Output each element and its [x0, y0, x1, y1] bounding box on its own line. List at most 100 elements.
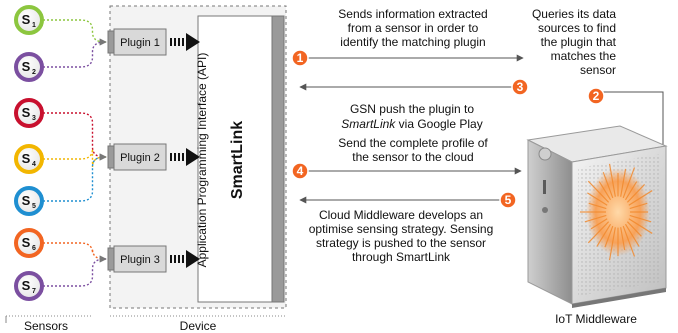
- sensor-link-3: [43, 112, 107, 161]
- step-2-text-line-3: the plugin that: [541, 35, 617, 49]
- smartlink-panel: [197, 15, 275, 303]
- step-2-text-line-2: sources to find: [538, 21, 616, 35]
- step-1-badge: 1: [291, 49, 309, 67]
- server-lens: [538, 147, 552, 161]
- sensor-7-ring: [14, 271, 44, 301]
- server-glow-ray: [626, 221, 642, 237]
- plugin-2-arrowhead: [186, 148, 200, 166]
- sensor-2-index: 2: [32, 69, 36, 76]
- plugin-2-dash: [178, 153, 180, 161]
- server-foot: [572, 288, 666, 308]
- sensor-4-ring: [14, 144, 44, 174]
- plugin-3-dash: [182, 255, 184, 263]
- server-glow-ray: [596, 223, 612, 247]
- step-2-text-line-1: Queries its data: [532, 7, 616, 21]
- plugin-1-dash: [170, 38, 172, 46]
- step-2-text-line-5: sensor: [580, 63, 616, 77]
- sensors-caption: Sensors: [24, 319, 68, 333]
- iot-middleware-server: [526, 125, 668, 308]
- plugin-1-arrowhead: [186, 33, 200, 51]
- plugin-3-box: [113, 245, 167, 273]
- step-5-badge-circle: [499, 191, 517, 209]
- sensor-5-ring: [14, 186, 44, 216]
- sensor-3-letter: S: [22, 105, 31, 120]
- server-glow-ray: [604, 225, 614, 248]
- step-1-text-line-2: from a sensor in order to: [348, 21, 479, 35]
- smartlink-panel-edge: [271, 15, 285, 303]
- plugin-3-arrowhead: [186, 250, 200, 268]
- server-glow-ray: [588, 202, 607, 210]
- sensor-7-index: 7: [32, 288, 36, 295]
- sensor-3-ring: [14, 98, 44, 128]
- step-4-badge-circle: [291, 162, 309, 180]
- sensor-3-index: 3: [32, 115, 36, 122]
- server-glow-ray: [620, 168, 627, 197]
- device-caption: Device: [180, 319, 217, 333]
- sensor-link-4: [43, 148, 107, 168]
- sensor-5-letter: S: [22, 193, 31, 208]
- sensor-link-7: [43, 255, 107, 287]
- server-glow-ray: [587, 221, 610, 244]
- step-2-badge-number: 2: [593, 89, 600, 103]
- server-glow-ray: [622, 167, 636, 199]
- sensor-6-index: 6: [32, 245, 36, 252]
- server-glow-ray: [629, 214, 652, 223]
- plugin-1-dash: [182, 38, 184, 46]
- plugin-3-dash: [170, 255, 172, 263]
- sensor-1-index: 1: [32, 22, 36, 29]
- plugin-1-dash: [178, 38, 180, 46]
- server-glow-ray: [626, 184, 646, 203]
- step-4-text-line-2: the sensor to the cloud: [352, 150, 473, 164]
- server-glow-ray: [590, 218, 608, 230]
- sensor-1-letter: S: [22, 12, 31, 27]
- sensor-link-5: [43, 153, 107, 202]
- server-glow-ray: [608, 163, 616, 197]
- plugin-1-dash: [174, 38, 176, 46]
- server-glow-ray: [598, 181, 612, 201]
- step-2-badge: 2: [587, 87, 605, 105]
- server-button: [542, 207, 548, 213]
- smartlink-label: SmartLink: [229, 121, 246, 199]
- plugin-2-dash: [182, 153, 184, 161]
- sensor-7-letter: S: [22, 278, 31, 293]
- iot-middleware-caption: IoT Middleware: [555, 312, 637, 326]
- sensor-links-layer: [41, 14, 107, 292]
- step-3-badge-number: 3: [517, 80, 524, 94]
- step-4-badge: 4: [291, 162, 309, 180]
- server-glow-ray: [584, 214, 607, 223]
- step-5-text-line-4: through SmartLink: [352, 250, 451, 264]
- step-1-text-line-3: identify the matching plugin: [340, 35, 485, 49]
- server-slot: [543, 180, 546, 194]
- sensor-6-letter: S: [22, 235, 31, 250]
- step-1-text-line-1: Sends information extracted: [338, 7, 487, 21]
- server-glow-ray: [608, 227, 616, 261]
- step-4-text-line-1: Send the complete profile of: [338, 136, 488, 150]
- sensor-4-letter: S: [22, 151, 31, 166]
- step-3-text-line-2: SmartLink via Google Play: [341, 117, 482, 131]
- sensor-5-index: 5: [32, 203, 36, 210]
- server-glow: [586, 168, 650, 256]
- step-2-text-line-4: matches the: [551, 49, 617, 63]
- plugin-3-label: Plugin 3: [120, 254, 160, 266]
- server-glow-ray: [629, 202, 648, 210]
- plugin-2-box: [113, 143, 167, 171]
- step-5-text-line-1: Cloud Middleware develops an: [319, 208, 483, 222]
- server-glow-ray: [628, 218, 653, 234]
- sensor-link-1: [43, 19, 107, 46]
- step-1-badge-number: 1: [297, 51, 304, 65]
- step-5-badge-number: 5: [505, 193, 512, 207]
- step-badges-layer: 1 2 3 4 5: [291, 49, 605, 209]
- server-glow-ray: [628, 190, 653, 206]
- step-3-rest: via Google Play: [395, 117, 482, 131]
- server-glow-ray: [587, 192, 608, 206]
- server-glow-ray: [622, 225, 636, 257]
